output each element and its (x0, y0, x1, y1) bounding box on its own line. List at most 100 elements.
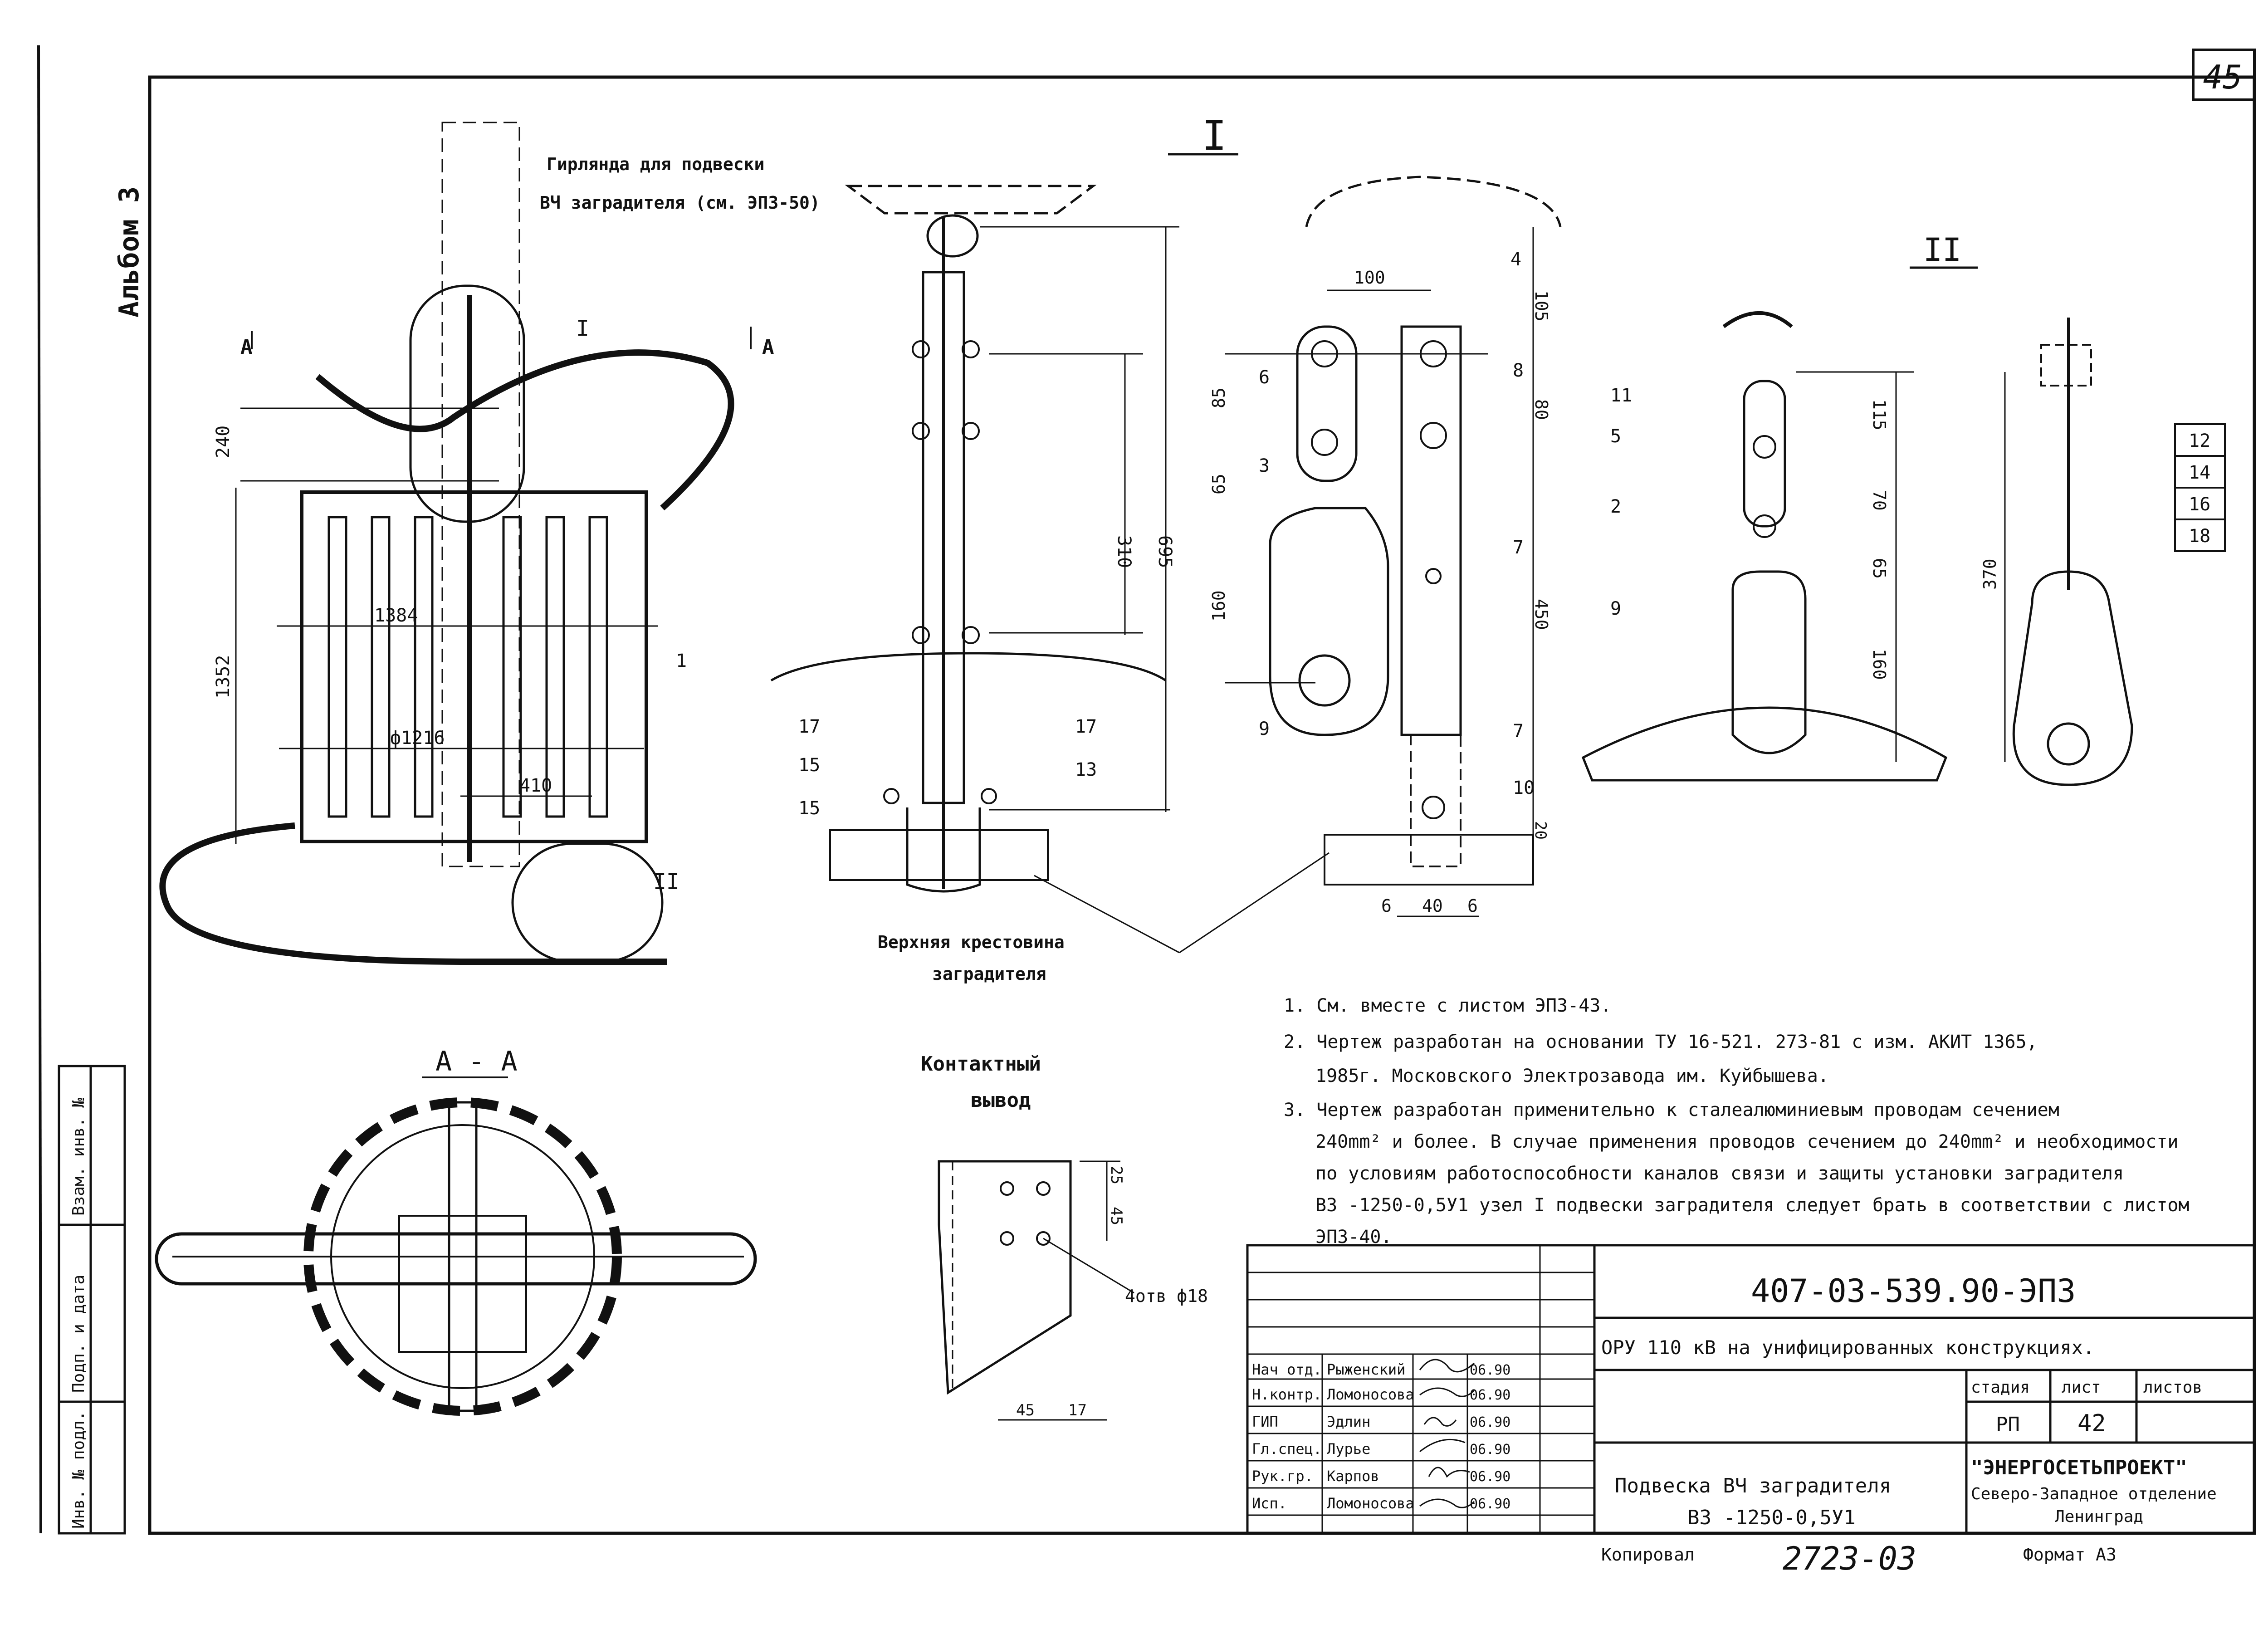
callout-15b: 15 (798, 798, 820, 819)
callout-2: 2 (1610, 496, 1621, 517)
org-name: "ЭНЕРГОСЕТЬПРОЕКТ" (1971, 1456, 2187, 1479)
page-number: 45 (2203, 58, 2243, 96)
callout-16: 16 (2189, 494, 2210, 515)
callout-3: 3 (1259, 455, 1270, 476)
signer-role: Н.контр. (1252, 1386, 1322, 1403)
callout-9a: 9 (1259, 719, 1270, 739)
note-line: 1. См. вместе с листом ЭПЗ-43. (1284, 995, 1611, 1016)
dim-115: 115 (1869, 399, 1889, 431)
callout-4: 4 (1510, 249, 1521, 270)
dim-6a: 6 (1381, 896, 1392, 916)
note-line: 2. Чертеж разработан на основании ТУ 16-… (1284, 1032, 2038, 1052)
album-label: Альбом 3 (113, 186, 145, 318)
dim-20: 20 (1531, 821, 1549, 840)
view-node-2 (1581, 311, 2133, 786)
view-section-aa (155, 1097, 757, 1416)
dim-85: 85 (1209, 387, 1229, 408)
section-mark-left: A (240, 336, 253, 359)
dim-160: 160 (1209, 590, 1229, 621)
dim-65: 65 (1209, 474, 1229, 494)
view-node-1 (770, 185, 1330, 954)
dim-105: 105 (1531, 290, 1551, 322)
signer-name: Ломоносова (1327, 1386, 1414, 1403)
dim-70: 70 (1869, 490, 1889, 511)
note-line: 1985г. Московского Электрозавода им. Куй… (1315, 1066, 1829, 1086)
contact-title-2: вывод (971, 1089, 1031, 1112)
dim-1216: ф1216 (390, 728, 445, 749)
note-line: 240mm² и более. В случае применения пров… (1315, 1131, 2178, 1152)
callout-17b: 17 (1075, 716, 1097, 737)
note-line: ВЗ -1250-0,5У1 узел I подвески заградите… (1315, 1195, 2190, 1216)
callout-15a: 15 (798, 755, 820, 776)
callout-9b: 9 (1610, 598, 1621, 619)
callout-14: 14 (2189, 462, 2210, 483)
note-line: по условиям работоспособности каналов св… (1315, 1163, 2124, 1184)
callout-8: 8 (1513, 360, 1524, 381)
label-roman-2-callout: II (653, 869, 679, 895)
sheets-header: листов (2143, 1378, 2202, 1397)
view-barrier-front (159, 122, 752, 965)
callout-10: 10 (1513, 778, 1535, 798)
signer-name: Карпов (1327, 1468, 1379, 1485)
stage-header: стадия (1971, 1378, 2030, 1397)
sheet-header: лист (2062, 1378, 2101, 1397)
callout-1: 1 (676, 651, 687, 671)
copy-number: 2723-03 (1783, 1540, 1916, 1577)
callout-5: 5 (1610, 426, 1621, 447)
dim-80: 80 (1531, 399, 1551, 420)
callout-13: 13 (1075, 759, 1097, 780)
signer-role: Рук.гр. (1252, 1468, 1313, 1485)
dim-65b: 65 (1869, 558, 1889, 579)
signer-name: Рыженский (1327, 1361, 1405, 1378)
dim-450: 450 (1531, 599, 1551, 630)
signer-date: 06.90 (1470, 1496, 1510, 1512)
sheet-name-2: ВЗ -1250-0,5У1 (1687, 1506, 1856, 1529)
signer-name: Лурье (1327, 1440, 1370, 1458)
signer-date: 06.90 (1470, 1387, 1510, 1403)
label-roman-1-callout: I (576, 316, 589, 341)
outer-frame (148, 75, 2256, 1535)
signatures (1419, 1359, 1475, 1508)
org-division: Северо-Западное отделение (1971, 1485, 2217, 1503)
sheet-name: Подвеска ВЧ заградителя (1615, 1474, 1891, 1497)
view-contact-terminal (938, 1160, 1134, 1421)
signer-date: 06.90 (1470, 1414, 1510, 1430)
doc-code: 407-03-539.90-ЭПЗ (1751, 1272, 2076, 1310)
signer-date: 06.90 (1470, 1362, 1510, 1378)
sheet-value: 42 (2077, 1410, 2106, 1437)
contact-title: Контактный (921, 1052, 1041, 1076)
left-edge-line (37, 45, 42, 1534)
dim-40: 40 (1422, 896, 1443, 916)
dim-100: 100 (1354, 268, 1385, 288)
section-mark-right: A (762, 336, 774, 359)
side-stamp-sign: Подп. и дата (69, 1275, 88, 1393)
signer-date: 06.90 (1470, 1442, 1510, 1458)
label-garland-2: ВЧ заградителя (см. ЭПЗ-50) (540, 193, 820, 213)
side-stamp-inv: Инв. № подл. (69, 1411, 88, 1529)
callout-17a: 17 (798, 716, 820, 737)
dim-695: 695 (1154, 535, 1175, 568)
dim-45b: 45 (1016, 1401, 1035, 1419)
dim-1352: 1352 (213, 655, 234, 699)
dim-160b: 160 (1869, 649, 1889, 680)
section-title: А - А (435, 1046, 518, 1077)
view-title-1: I (1202, 112, 1227, 160)
callout-7a: 7 (1513, 537, 1524, 558)
signer-role: Гл.спец. (1252, 1440, 1322, 1458)
dim-6b: 6 (1467, 896, 1478, 916)
project-name: ОРУ 110 кВ на унифицированных конструкци… (1601, 1336, 2094, 1359)
label-top-cross-2: заградителя (932, 964, 1046, 984)
stage-value: РП (1996, 1413, 2020, 1436)
signer-role: ГИП (1252, 1413, 1278, 1430)
callout-11: 11 (1610, 385, 1632, 406)
signer-name: Ломоносова (1327, 1495, 1414, 1512)
signer-role: Исп. (1252, 1495, 1287, 1512)
dim-17: 17 (1068, 1401, 1087, 1419)
dim-holes: 4отв ф18 (1125, 1286, 1208, 1306)
notes-block: 1. См. вместе с листом ЭПЗ-43. 2. Чертеж… (1284, 995, 2190, 1248)
label-top-cross: Верхняя крестовина (878, 932, 1065, 952)
dim-410: 410 (519, 775, 552, 796)
title-block (1246, 1244, 2256, 1535)
note-line: ЭПЗ-40. (1315, 1227, 1392, 1248)
